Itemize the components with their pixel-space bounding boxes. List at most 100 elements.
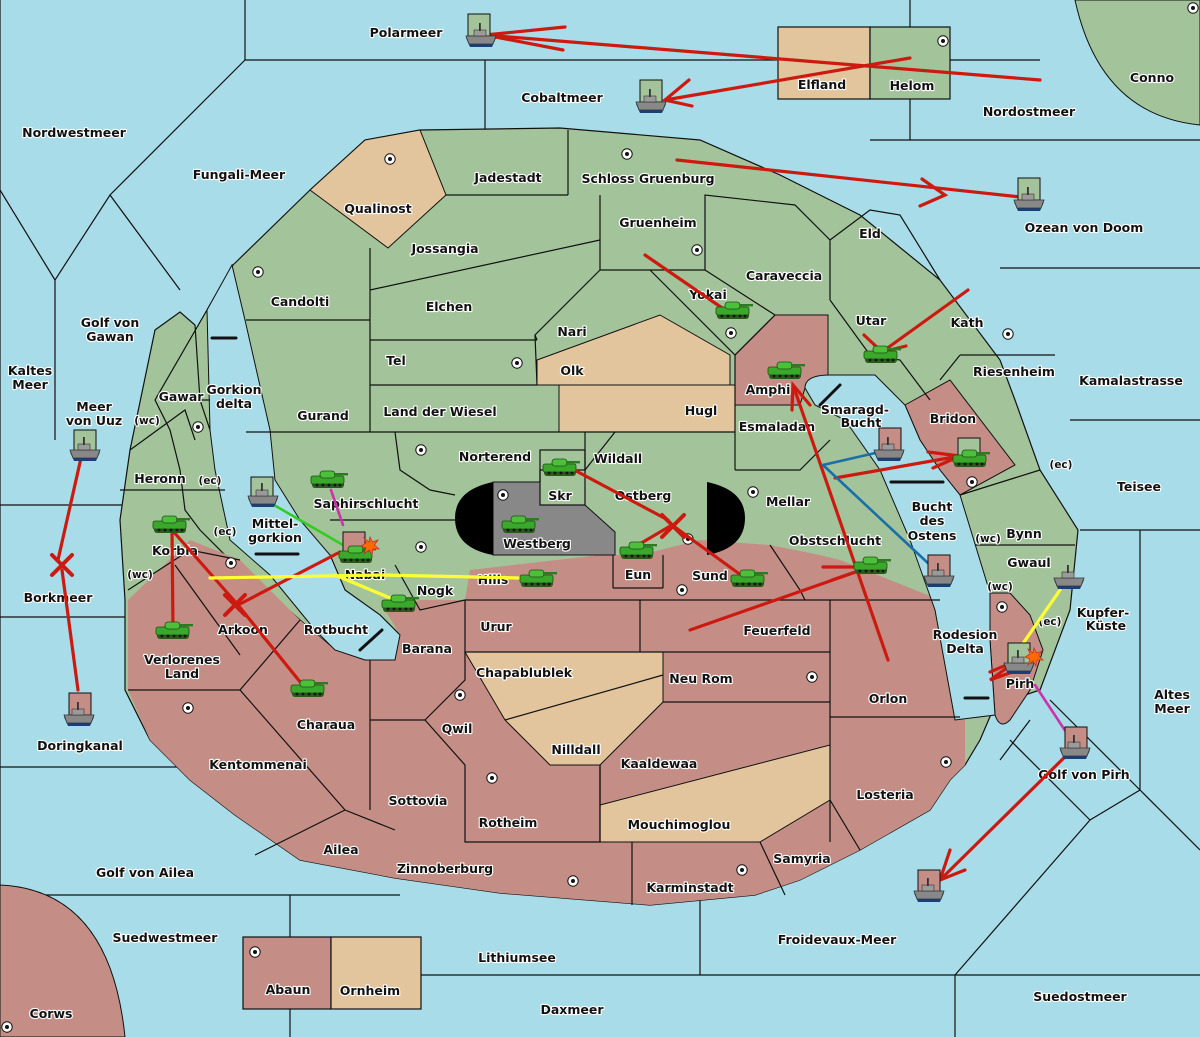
province-label: Golf von Pirh xyxy=(1038,767,1129,782)
province-ornheim[interactable] xyxy=(330,936,422,1010)
province-label: Mellar xyxy=(766,494,811,509)
province-label: von Uuz xyxy=(66,413,122,428)
province-label: Tel xyxy=(386,353,406,368)
province-label: Küste xyxy=(1086,618,1126,633)
province-label: (ec) xyxy=(199,475,222,487)
province-label: Rodesion xyxy=(933,627,998,642)
order-arrow xyxy=(483,33,1042,82)
order-arrow xyxy=(938,740,1082,882)
province-label: Nogk xyxy=(417,583,454,598)
order-arrow xyxy=(988,658,1020,682)
province-label: Mittel- xyxy=(252,516,299,531)
province-qualinost[interactable] xyxy=(309,129,447,249)
province-label: Pirh xyxy=(1006,676,1035,691)
order-arrow xyxy=(880,288,970,354)
province-label: Nari xyxy=(557,324,586,339)
order-arrow xyxy=(170,528,175,632)
convoy-link xyxy=(818,383,842,407)
province-label: Bridon xyxy=(930,411,976,426)
province-label: Nilldall xyxy=(551,742,600,757)
province-label: Ostens xyxy=(908,528,957,543)
province-label: delta xyxy=(216,396,252,411)
province-label: Daxmeer xyxy=(540,1002,604,1017)
order-arrow xyxy=(56,456,83,562)
order-arrow xyxy=(821,449,886,467)
province-label: Nordwestmeer xyxy=(22,125,127,140)
province-label: Rotbucht xyxy=(304,622,368,637)
province-label: Urur xyxy=(480,619,512,634)
province-label: Kaaldewaa xyxy=(621,756,698,771)
province-label: Smaragd- xyxy=(821,402,889,417)
province-label: gorkion xyxy=(248,530,302,545)
order-arrow xyxy=(791,383,890,662)
province-label: Meer xyxy=(76,399,112,414)
province-label: Cobaltmeer xyxy=(521,90,603,105)
order-arrow xyxy=(272,503,345,547)
province-label: Verlorenes xyxy=(144,652,220,667)
province-label: Eld xyxy=(859,226,881,241)
order-arrow xyxy=(643,253,730,314)
order-arrow xyxy=(675,158,1032,200)
province-label: Rotheim xyxy=(479,815,538,830)
province-label: Land der Wiesel xyxy=(383,404,496,419)
province-corws[interactable] xyxy=(0,884,126,1037)
province-label: Meer xyxy=(1154,701,1190,716)
province-label: Suedwestmeer xyxy=(113,930,219,945)
province-label: (ec) xyxy=(214,526,237,538)
province-label: Riesenheim xyxy=(973,364,1055,379)
province-label: Mouchimoglou xyxy=(628,817,731,832)
province-label: Utar xyxy=(856,313,888,328)
province-label: Abaun xyxy=(266,982,311,997)
province-label: Froidevaux-Meer xyxy=(778,932,897,947)
order-arrow xyxy=(1033,683,1070,737)
province-label: Polarmeer xyxy=(370,25,444,40)
province-label: Gurand xyxy=(297,408,349,423)
order-arrow xyxy=(1020,588,1062,647)
province-label: Kaltes xyxy=(8,363,52,378)
order-arrow xyxy=(563,463,670,522)
province-label: Bucht xyxy=(912,499,953,514)
province-label: (wc) xyxy=(127,569,153,581)
province-label: Schloss Gruenburg xyxy=(581,171,714,186)
order-arrow xyxy=(236,603,307,690)
order-arrow xyxy=(636,523,674,547)
province-label: Hills xyxy=(478,572,509,587)
province-label: Eun xyxy=(625,567,651,582)
province-label: Sottovia xyxy=(389,793,448,808)
province-label: Sund xyxy=(692,568,728,583)
province-label: (wc) xyxy=(975,533,1001,545)
province-label: Golf von Ailea xyxy=(96,865,194,880)
failed-order-mark xyxy=(50,553,74,577)
order-arrow xyxy=(670,523,747,580)
arrowhead xyxy=(661,78,694,108)
province-label: Obstschlucht xyxy=(789,533,881,548)
province-label: (ec) xyxy=(1050,459,1073,471)
failed-order-mark xyxy=(660,513,686,539)
order-arrow xyxy=(333,573,397,602)
province-labels: Polarmeer Cobaltmeer Nordwestmeer Fungal… xyxy=(7,24,1192,1022)
province-elfland[interactable] xyxy=(777,26,871,100)
province-label: Esmaladan xyxy=(739,419,815,434)
province-label: Qualinost xyxy=(344,201,411,216)
order-arrow xyxy=(821,463,932,567)
province-label: Saphirschlucht xyxy=(314,496,419,511)
province-label: Caraveccia xyxy=(746,268,822,283)
province-label: Samyria xyxy=(773,851,831,866)
province-label: Nordostmeer xyxy=(983,104,1076,119)
province-conno[interactable] xyxy=(1074,0,1200,126)
province-label: Karminstadt xyxy=(646,880,733,895)
order-arrow xyxy=(378,573,522,580)
province-label: Altes xyxy=(1154,687,1190,702)
failed-order-mark xyxy=(223,593,247,617)
province-label: Meer xyxy=(12,377,48,392)
province-label: Bynn xyxy=(1006,526,1041,541)
province-label: Qwil xyxy=(442,721,473,736)
province-label: (ec) xyxy=(1039,616,1062,628)
province-label: Gruenheim xyxy=(619,215,696,230)
province-label: Ozean von Doom xyxy=(1025,220,1144,235)
impassable-west xyxy=(455,482,493,555)
sea-gorkion-delta[interactable] xyxy=(206,263,401,661)
order-arrow xyxy=(329,488,345,527)
province-label: Charaua xyxy=(297,717,355,732)
